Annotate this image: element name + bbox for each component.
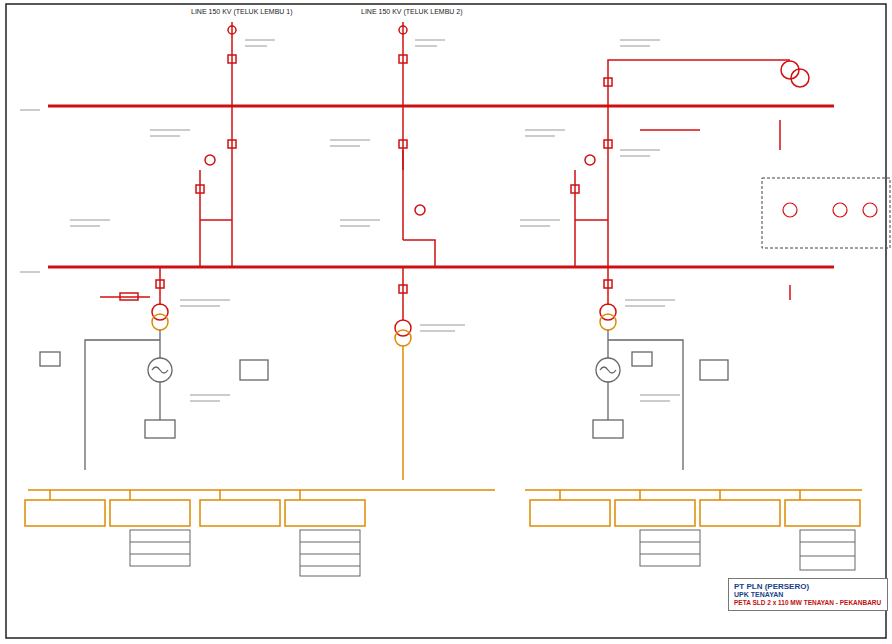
busbar	[48, 105, 834, 108]
title-text: PETA SLD 2 x 110 MW TENAYAN - PEKANBARU	[734, 599, 882, 606]
aux-transformers	[783, 203, 877, 217]
lv-tables	[130, 530, 855, 576]
aux-frame	[762, 178, 890, 248]
generator-symbol	[40, 330, 728, 470]
title-block: PT PLN (PERSERO)UPK TENAYANPETA SLD 2 x …	[728, 578, 888, 611]
transformer-symbol	[152, 304, 616, 346]
line-label: LINE 150 KV (TELUK LEMBU 1)	[190, 8, 294, 16]
line-label: LINE 150 KV (TELUK LEMBU 2)	[360, 8, 464, 16]
title-text: PT PLN (PERSERO)	[734, 582, 882, 591]
title-text: UPK TENAYAN	[734, 591, 882, 599]
busbar	[48, 266, 834, 269]
bay-wiring	[100, 22, 809, 320]
mv-feeder	[25, 346, 862, 526]
sheet-frame	[6, 4, 886, 638]
annotation-marks	[20, 40, 680, 401]
